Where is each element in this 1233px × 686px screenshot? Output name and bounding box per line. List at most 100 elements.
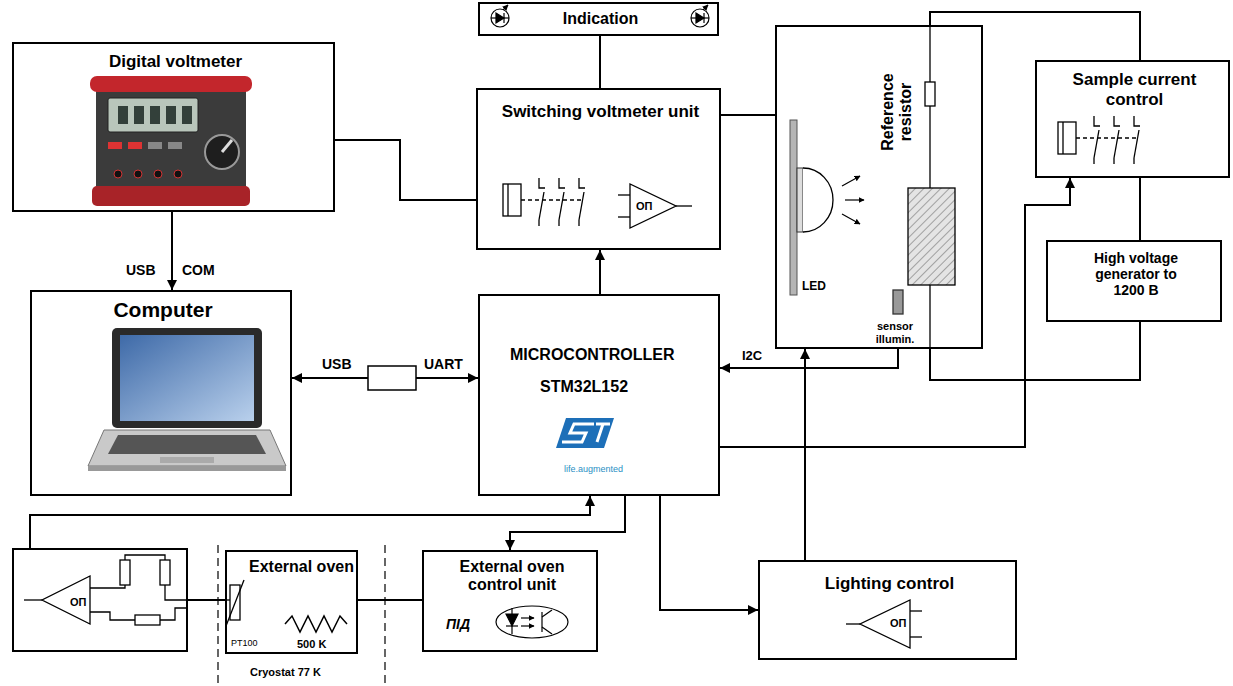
block-text: ОП [636, 200, 652, 213]
optocoupler-symbol [496, 606, 568, 638]
block-box: Lighting controlОП [758, 560, 1017, 660]
relay-symbol [1076, 137, 1138, 138]
relay-symbol [1094, 116, 1100, 126]
relay-symbol [538, 220, 539, 226]
optocoupler-symbol [511, 608, 512, 614]
optocoupler-symbol [542, 610, 552, 617]
multimeter-picture [96, 84, 246, 194]
signal-label: USB [322, 356, 352, 372]
connector [721, 114, 775, 116]
led-lamp [803, 168, 833, 232]
relay-symbol [503, 184, 521, 216]
block-box: Indication [478, 2, 719, 36]
multimeter-picture [108, 142, 122, 149]
multimeter-picture [118, 106, 128, 124]
block-box: Reference resistorLEDsensor illumin. [775, 25, 983, 349]
reference-resistor-symbol [908, 188, 955, 285]
relay-symbol [559, 178, 565, 188]
block-box: External oven control unitПІД [422, 550, 598, 652]
opamp-symbol [910, 610, 922, 611]
connector [30, 496, 590, 548]
connector [171, 212, 173, 290]
block-title: ОП [70, 596, 86, 609]
bridge-circuit [120, 560, 130, 585]
led-symbol [503, 5, 508, 10]
block-text: ПІД [446, 616, 470, 632]
led-symbol [703, 5, 708, 10]
opamp-symbol [846, 623, 860, 624]
relay-symbol [1058, 116, 1140, 164]
connector [599, 250, 601, 294]
opamp-symbol [24, 184, 922, 648]
multimeter-picture [90, 76, 252, 92]
relay-symbol [1114, 116, 1120, 126]
connector [358, 599, 422, 601]
relay-symbol [559, 192, 564, 220]
block-title: Sample current control [1047, 70, 1222, 109]
connector [660, 496, 758, 610]
bridge-circuit [160, 560, 170, 585]
multimeter-picture [92, 186, 250, 206]
interface-converter [368, 366, 416, 390]
pt100-sensor [227, 599, 230, 600]
multimeter-picture [166, 106, 176, 124]
connector [930, 12, 1140, 60]
led-lamp [842, 214, 860, 224]
reference-resistor-symbol [925, 82, 935, 106]
block-box: Switching voltmeter unitОП [476, 88, 721, 250]
block-title: High voltage generator to 1200 B [1081, 250, 1191, 298]
relay-symbol [579, 178, 585, 188]
relay-symbol [579, 192, 584, 220]
block-text: STM32L152 [540, 378, 710, 396]
block-text: sensor illumin. [865, 320, 925, 345]
multimeter-picture [148, 142, 162, 149]
heater-symbol [285, 616, 347, 632]
relay-symbol [1133, 158, 1134, 164]
connector [1139, 178, 1141, 240]
relay-symbol [1134, 116, 1140, 126]
block-title: MICROCONTROLLER [510, 346, 715, 364]
multimeter-picture [168, 142, 182, 149]
block-title: Indication [500, 10, 701, 28]
block-text: LED [802, 280, 826, 294]
pt100-sensor [226, 580, 244, 626]
reference-resistor-symbol [893, 25, 955, 347]
block-title: Computer [42, 298, 284, 322]
relay-symbol [1062, 122, 1063, 154]
bridge-circuit [90, 585, 125, 588]
signal-label: USB [126, 262, 156, 278]
signal-label: COM [182, 262, 215, 278]
multimeter-picture [154, 170, 162, 178]
connector [720, 178, 1070, 447]
opamp-symbol [910, 636, 922, 637]
optocoupler-symbol [521, 617, 534, 618]
connector [930, 322, 1140, 380]
laptop-picture [160, 457, 214, 463]
led-lamp [797, 168, 803, 232]
block-title: External oven control unit [432, 558, 592, 595]
cryostat-boundary [384, 545, 385, 686]
block-text: 500 K [297, 638, 326, 651]
cryostat-boundary [217, 545, 218, 686]
bridge-circuit [90, 612, 135, 620]
optocoupler-symbol [521, 625, 534, 626]
led-symbol [491, 9, 509, 27]
led-lamp [790, 120, 797, 295]
multimeter-picture [90, 76, 252, 206]
multimeter-picture [205, 135, 239, 169]
block-box: Digital voltmeter [12, 42, 335, 212]
relay-symbol [521, 199, 583, 200]
opamp-symbol [618, 194, 630, 195]
block-text: life.augmented [564, 464, 623, 474]
block-box: Sample current control [1035, 60, 1230, 178]
block-title: Lighting control [770, 574, 1009, 594]
bridge-circuit [125, 555, 165, 560]
block-box: MICROCONTROLLER STM32L152 life.augmented [478, 294, 720, 496]
bus-label: I2C [740, 349, 764, 364]
relay-symbol [1113, 158, 1114, 164]
relay-symbol [503, 178, 585, 226]
block-text: ОП [890, 617, 906, 630]
st-logo [597, 424, 603, 442]
multimeter-picture [128, 142, 142, 149]
